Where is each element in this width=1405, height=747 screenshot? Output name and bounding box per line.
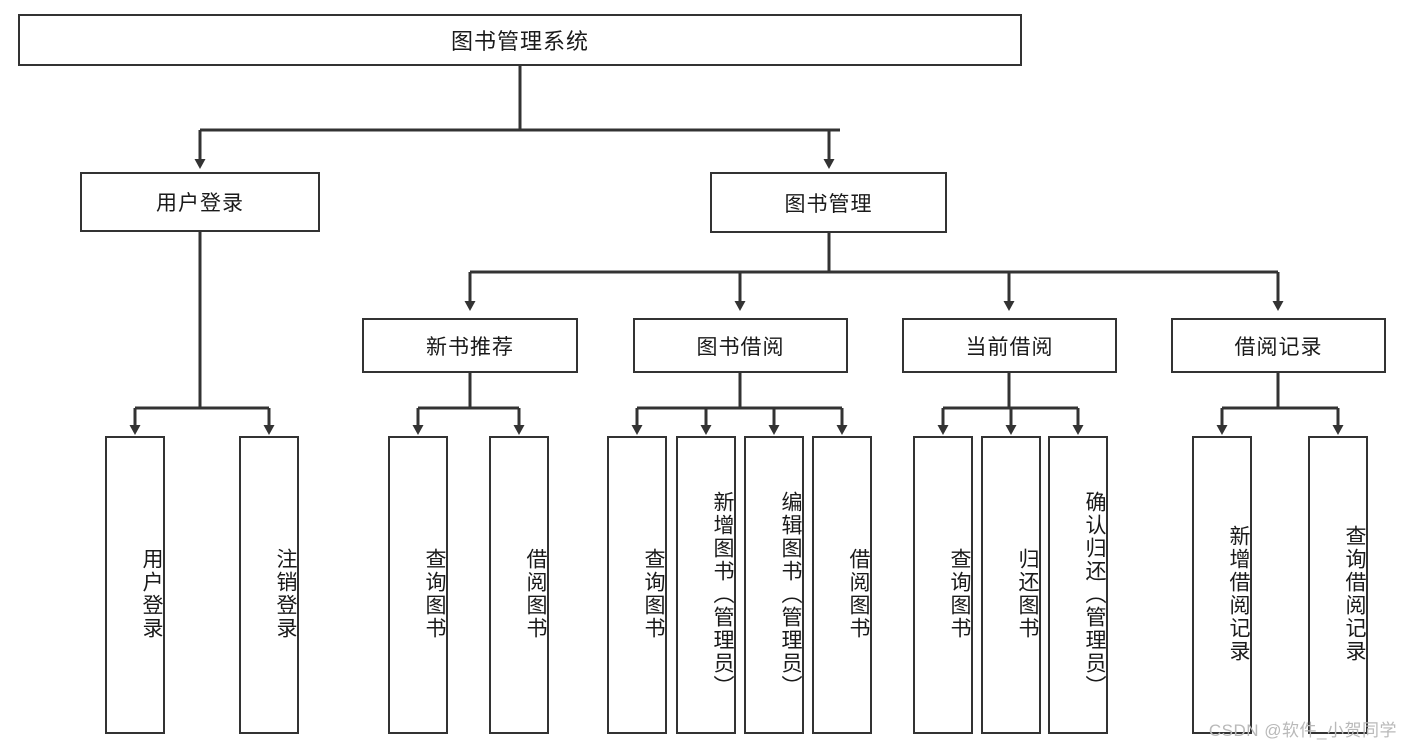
node-leaf-borrow-record-add[interactable]: 新增借阅记录 <box>1192 436 1252 734</box>
node-leaf-label: 借阅图书 <box>524 548 547 640</box>
node-leaf-current-borrow-confirm-return[interactable]: 确认归还（管理员） <box>1048 436 1108 734</box>
node-new-book-recommend[interactable]: 新书推荐 <box>362 318 578 373</box>
node-leaf-new-book-borrow[interactable]: 借阅图书 <box>489 436 549 734</box>
node-current-borrow[interactable]: 当前借阅 <box>902 318 1117 373</box>
watermark-text: CSDN @软件_小贺同学 <box>1208 721 1397 740</box>
node-leaf-user-login-signin[interactable]: 用户登录 <box>105 436 165 734</box>
node-book-management-label: 图书管理 <box>784 192 873 216</box>
node-borrow-record[interactable]: 借阅记录 <box>1171 318 1386 373</box>
node-leaf-current-borrow-query[interactable]: 查询图书 <box>913 436 973 734</box>
node-user-login-label: 用户登录 <box>156 192 244 215</box>
node-leaf-label: 编辑图书（管理员） <box>779 490 802 698</box>
node-leaf-label: 查询借阅记录 <box>1343 525 1366 663</box>
node-leaf-user-login-signout[interactable]: 注销登录 <box>239 436 299 734</box>
node-leaf-book-borrow-edit[interactable]: 编辑图书（管理员） <box>744 436 804 734</box>
node-current-borrow-label: 当前借阅 <box>965 335 1054 359</box>
node-leaf-new-book-query[interactable]: 查询图书 <box>388 436 448 734</box>
node-book-borrow-label: 图书借阅 <box>696 335 785 359</box>
node-leaf-label: 注销登录 <box>274 548 297 640</box>
node-leaf-book-borrow-borrow[interactable]: 借阅图书 <box>812 436 872 734</box>
node-book-borrow[interactable]: 图书借阅 <box>633 318 848 373</box>
node-leaf-label: 新增图书（管理员） <box>711 490 734 698</box>
node-root-label: 图书管理系统 <box>450 29 589 54</box>
node-leaf-book-borrow-query[interactable]: 查询图书 <box>607 436 667 734</box>
node-user-login[interactable]: 用户登录 <box>80 172 320 232</box>
node-leaf-label: 查询图书 <box>642 548 665 640</box>
node-leaf-label: 用户登录 <box>140 548 163 640</box>
node-leaf-label: 查询图书 <box>423 548 446 640</box>
node-leaf-label: 新增借阅记录 <box>1227 525 1250 663</box>
node-leaf-label: 归还图书 <box>1016 548 1039 640</box>
node-leaf-book-borrow-add[interactable]: 新增图书（管理员） <box>676 436 736 734</box>
node-borrow-record-label: 借阅记录 <box>1234 335 1323 359</box>
node-leaf-current-borrow-return[interactable]: 归还图书 <box>981 436 1041 734</box>
node-leaf-label: 查询图书 <box>948 548 971 640</box>
node-book-management[interactable]: 图书管理 <box>710 172 947 233</box>
node-leaf-label: 借阅图书 <box>847 548 870 640</box>
node-new-book-recommend-label: 新书推荐 <box>426 335 514 359</box>
node-leaf-borrow-record-query[interactable]: 查询借阅记录 <box>1308 436 1368 734</box>
node-leaf-label: 确认归还（管理员） <box>1083 490 1106 698</box>
node-root-book-management-system[interactable]: 图书管理系统 <box>18 14 1022 66</box>
